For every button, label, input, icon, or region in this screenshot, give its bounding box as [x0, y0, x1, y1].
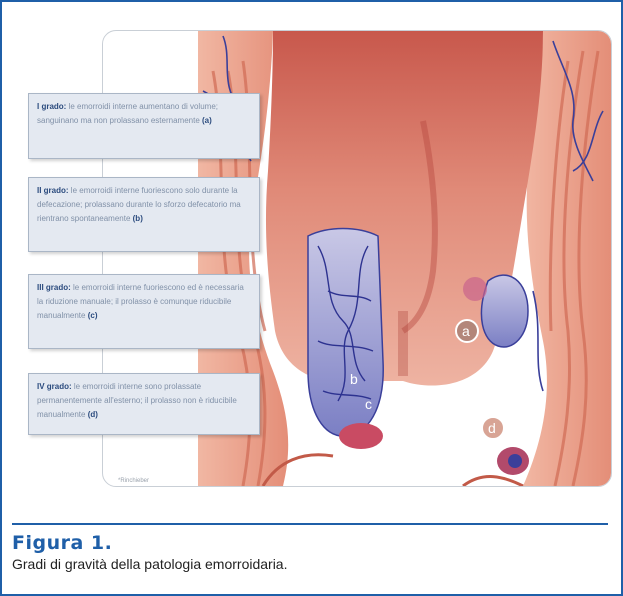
caption-divider: [12, 523, 608, 525]
grade-2-title: II grado:: [37, 186, 69, 195]
figure-caption: Gradi di gravità della patologia emorroi…: [12, 556, 287, 572]
marker-c: c: [365, 396, 372, 412]
grade-box-4: IV grado: le emorroidi interne sono prol…: [28, 373, 260, 435]
source-note: *Rinchieber: [118, 478, 149, 484]
prolapse-tip: [339, 423, 383, 449]
marker-a-label: a: [462, 323, 470, 339]
grade-1-tag: (a): [202, 116, 212, 125]
marker-b-label: b: [350, 371, 358, 387]
grade-box-3: III grado: le emorroidi interne fuoriesc…: [28, 274, 260, 349]
hemorrhoid-d-core: [508, 454, 522, 468]
figure-label: Figura 1.: [12, 532, 112, 554]
grade-4-tag: (d): [88, 410, 98, 419]
marker-a: a: [456, 320, 478, 342]
marker-d: d: [482, 417, 504, 439]
grade-3-title: III grado:: [37, 283, 71, 292]
grade-1-title: I grado:: [37, 102, 66, 111]
marker-c-label: c: [365, 396, 372, 412]
skin-edge-right: [463, 477, 523, 486]
grade-3-tag: (c): [88, 311, 98, 320]
grade-4-title: IV grado:: [37, 382, 72, 391]
hemorrhoid-a: [481, 275, 528, 347]
marker-d-label: d: [488, 420, 496, 436]
grade-box-1: I grado: le emorroidi interne aumentano …: [28, 93, 260, 159]
grade-box-2: II grado: le emorroidi interne fuoriesco…: [28, 177, 260, 252]
hemorrhoid-a-bulge: [463, 277, 487, 301]
grade-2-tag: (b): [133, 214, 143, 223]
marker-b: b: [350, 371, 358, 387]
